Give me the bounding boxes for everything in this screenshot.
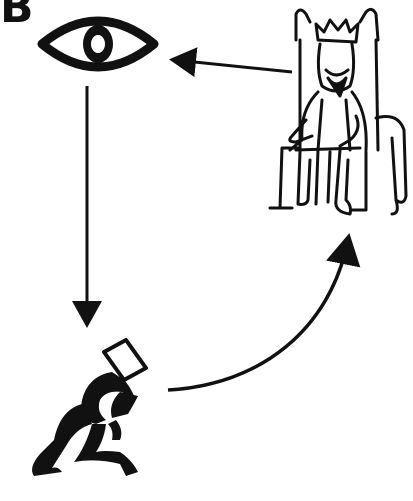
arrow-throne-to-eye [175, 60, 292, 72]
arrow-kneeling-to-throne [168, 240, 348, 390]
enthroned-king-figure [270, 9, 406, 214]
eye-icon [42, 21, 154, 67]
kneeling-figure [32, 340, 146, 476]
